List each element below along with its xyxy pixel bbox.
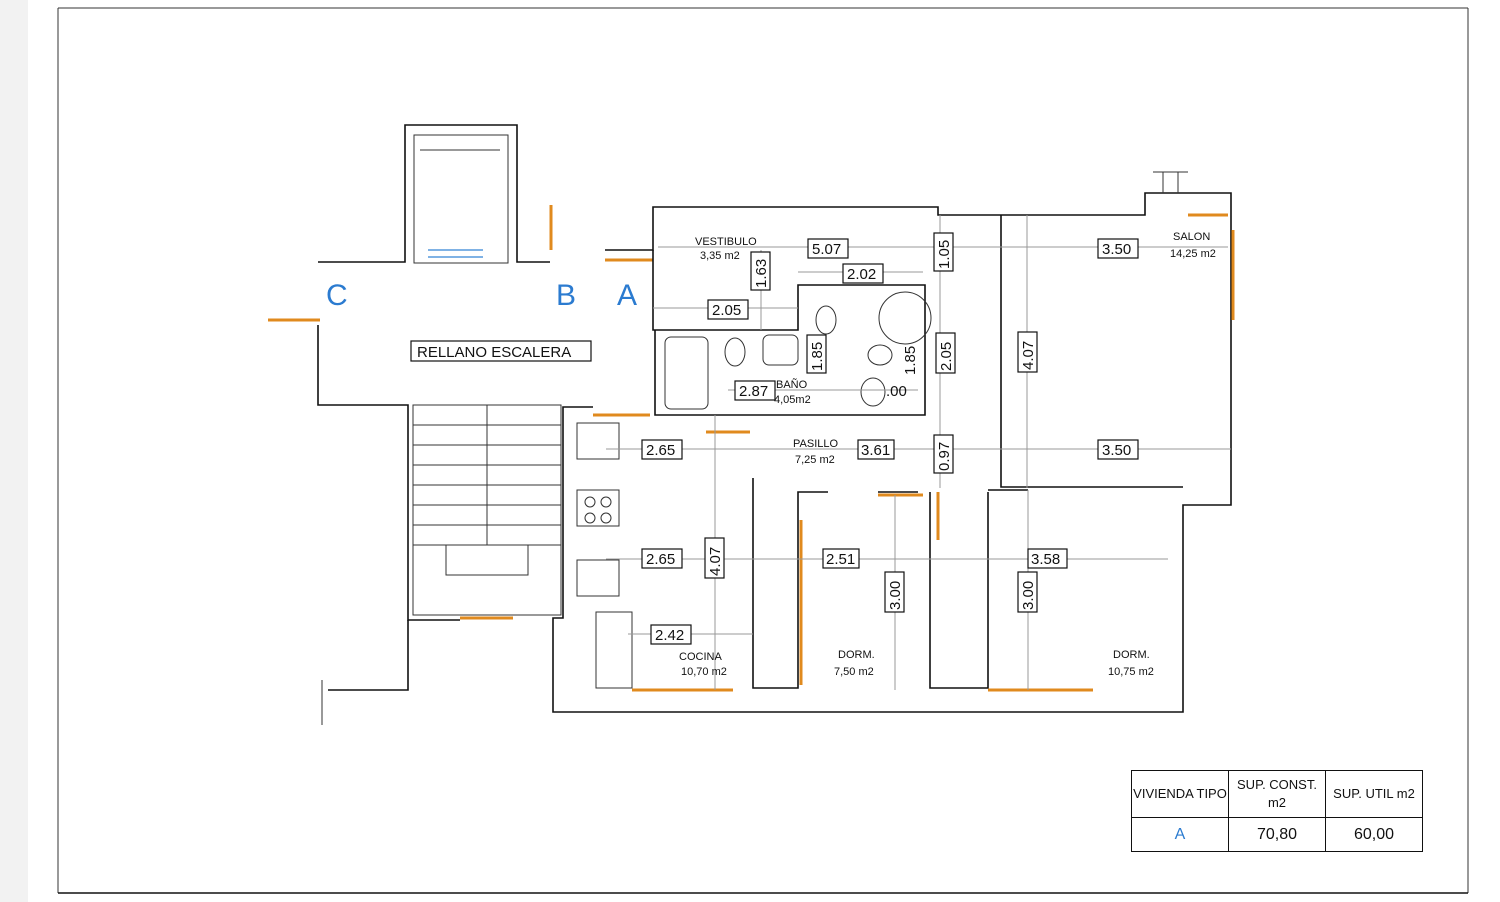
bath-wall xyxy=(652,250,926,416)
summary-header-vivienda: VIVIENDA TIPO xyxy=(1131,770,1229,818)
cooktop xyxy=(576,489,620,527)
dorm-divider xyxy=(929,492,989,689)
bathtub xyxy=(664,336,709,410)
summary-util: 60,00 xyxy=(1325,817,1423,852)
room-pasillo-area: 7,25 m2 xyxy=(795,454,835,466)
dim-5-07: 5.07 xyxy=(812,241,841,258)
svg-text:1.63: 1.63 xyxy=(753,259,770,288)
salon-wall xyxy=(1000,215,1183,488)
room-vestibulo-name: VESTIBULO xyxy=(695,236,757,248)
elevator-cabin xyxy=(413,134,509,264)
elevator-wall xyxy=(318,124,550,263)
stair-steps xyxy=(413,405,561,576)
svg-text:4.07: 4.07 xyxy=(707,547,724,576)
svg-text:0.97: 0.97 xyxy=(936,442,953,471)
summary-header-construida: SUP. CONST. m2 xyxy=(1228,770,1326,818)
dim-3-58: 3.58 xyxy=(1031,551,1060,568)
dim-2-65-bottom: 2.65 xyxy=(646,551,675,568)
dim-2-51: 2.51 xyxy=(826,551,855,568)
summary-construida: 70,80 xyxy=(1228,817,1326,852)
room-dorm1-name: DORM. xyxy=(838,649,875,661)
dim-3-61: 3.61 xyxy=(861,442,890,459)
dim-3-00-dorm1: 3.00 xyxy=(884,571,905,613)
drawing-sheet: VESTIBULO 3,35 m2 SALON 14,25 m2 BAÑO 4,… xyxy=(28,0,1500,902)
washbasin xyxy=(762,334,799,366)
summary-tipo: A xyxy=(1131,817,1229,852)
dim-1-63: 1.63 xyxy=(750,251,771,291)
door-label-a: A xyxy=(617,279,637,312)
door-label-b: B xyxy=(556,279,576,312)
room-salon-area: 14,25 m2 xyxy=(1170,248,1216,260)
room-salon-name: SALON xyxy=(1173,231,1210,243)
room-vestibulo-area: 3,35 m2 xyxy=(700,250,740,262)
floor-plan: VESTIBULO 3,35 m2 SALON 14,25 m2 BAÑO 4,… xyxy=(57,7,1469,894)
washbasin-2 xyxy=(860,377,886,407)
kitchen-wall xyxy=(752,478,828,689)
dim-1-85-b: 1.85 xyxy=(902,346,919,375)
toilet-3 xyxy=(867,344,893,366)
dim-0-97: 0.97 xyxy=(933,434,954,474)
landing-wall-bottom xyxy=(328,620,409,691)
dim-2-05: 2.05 xyxy=(712,302,741,319)
room-bano-name: BAÑO xyxy=(776,378,808,391)
room-dorm1-area: 7,50 m2 xyxy=(834,666,874,678)
room-pasillo-name: PASILLO xyxy=(793,438,838,450)
dim-1-85-a: 1.85 xyxy=(806,334,827,374)
room-dorm2-area: 10,75 m2 xyxy=(1108,666,1154,678)
landing-wall-left xyxy=(317,325,460,621)
dim-3-50-salon: 3.50 xyxy=(1102,241,1131,258)
svg-text:1.85: 1.85 xyxy=(809,342,826,371)
toilet-2 xyxy=(815,305,837,335)
dim-4-07-salon: 4.07 xyxy=(1017,331,1038,373)
dim-2-65-top: 2.65 xyxy=(646,442,675,459)
kitchen-counter-2 xyxy=(576,559,620,597)
dim-2-42: 2.42 xyxy=(655,627,684,644)
dim-3-00-dorm2: 3.00 xyxy=(1017,571,1038,613)
room-rellano-name: RELLANO ESCALERA xyxy=(417,344,571,361)
toilet xyxy=(724,337,746,367)
dim-2-87: 2.87 xyxy=(739,383,768,400)
room-bano-area: 4,05m2 xyxy=(774,394,811,406)
kitchen-counter-1 xyxy=(576,422,620,460)
dim-2-05-vertical: 2.05 xyxy=(935,332,956,374)
shower-tray xyxy=(878,291,932,345)
svg-text:1.05: 1.05 xyxy=(936,240,953,269)
dim-2-02: 2.02 xyxy=(847,266,876,283)
svg-text:4.07: 4.07 xyxy=(1020,341,1037,370)
dim-4-07-kitchen: 4.07 xyxy=(704,537,725,579)
kitchen-sink xyxy=(595,611,633,689)
area-summary-table: VIVIENDA TIPO SUP. CONST. m2 SUP. UTIL m… xyxy=(1131,770,1423,852)
svg-text:1.85: 1.85 xyxy=(902,346,919,375)
room-cocina-area: 10,70 m2 xyxy=(681,666,727,678)
room-dorm2-name: DORM. xyxy=(1113,649,1150,661)
dim-1-05: 1.05 xyxy=(933,232,954,272)
outer-wall xyxy=(552,192,1232,713)
summary-header-util: SUP. UTIL m2 xyxy=(1325,770,1423,818)
door-label-c: C xyxy=(326,279,348,312)
svg-text:2.05: 2.05 xyxy=(938,342,955,371)
room-cocina-name: COCINA xyxy=(679,651,722,663)
dim-00: .00 xyxy=(886,383,907,400)
svg-text:3.00: 3.00 xyxy=(887,581,904,610)
dim-3-50-bottom: 3.50 xyxy=(1102,442,1131,459)
rellano-box xyxy=(410,340,592,362)
svg-text:3.00: 3.00 xyxy=(1020,581,1037,610)
